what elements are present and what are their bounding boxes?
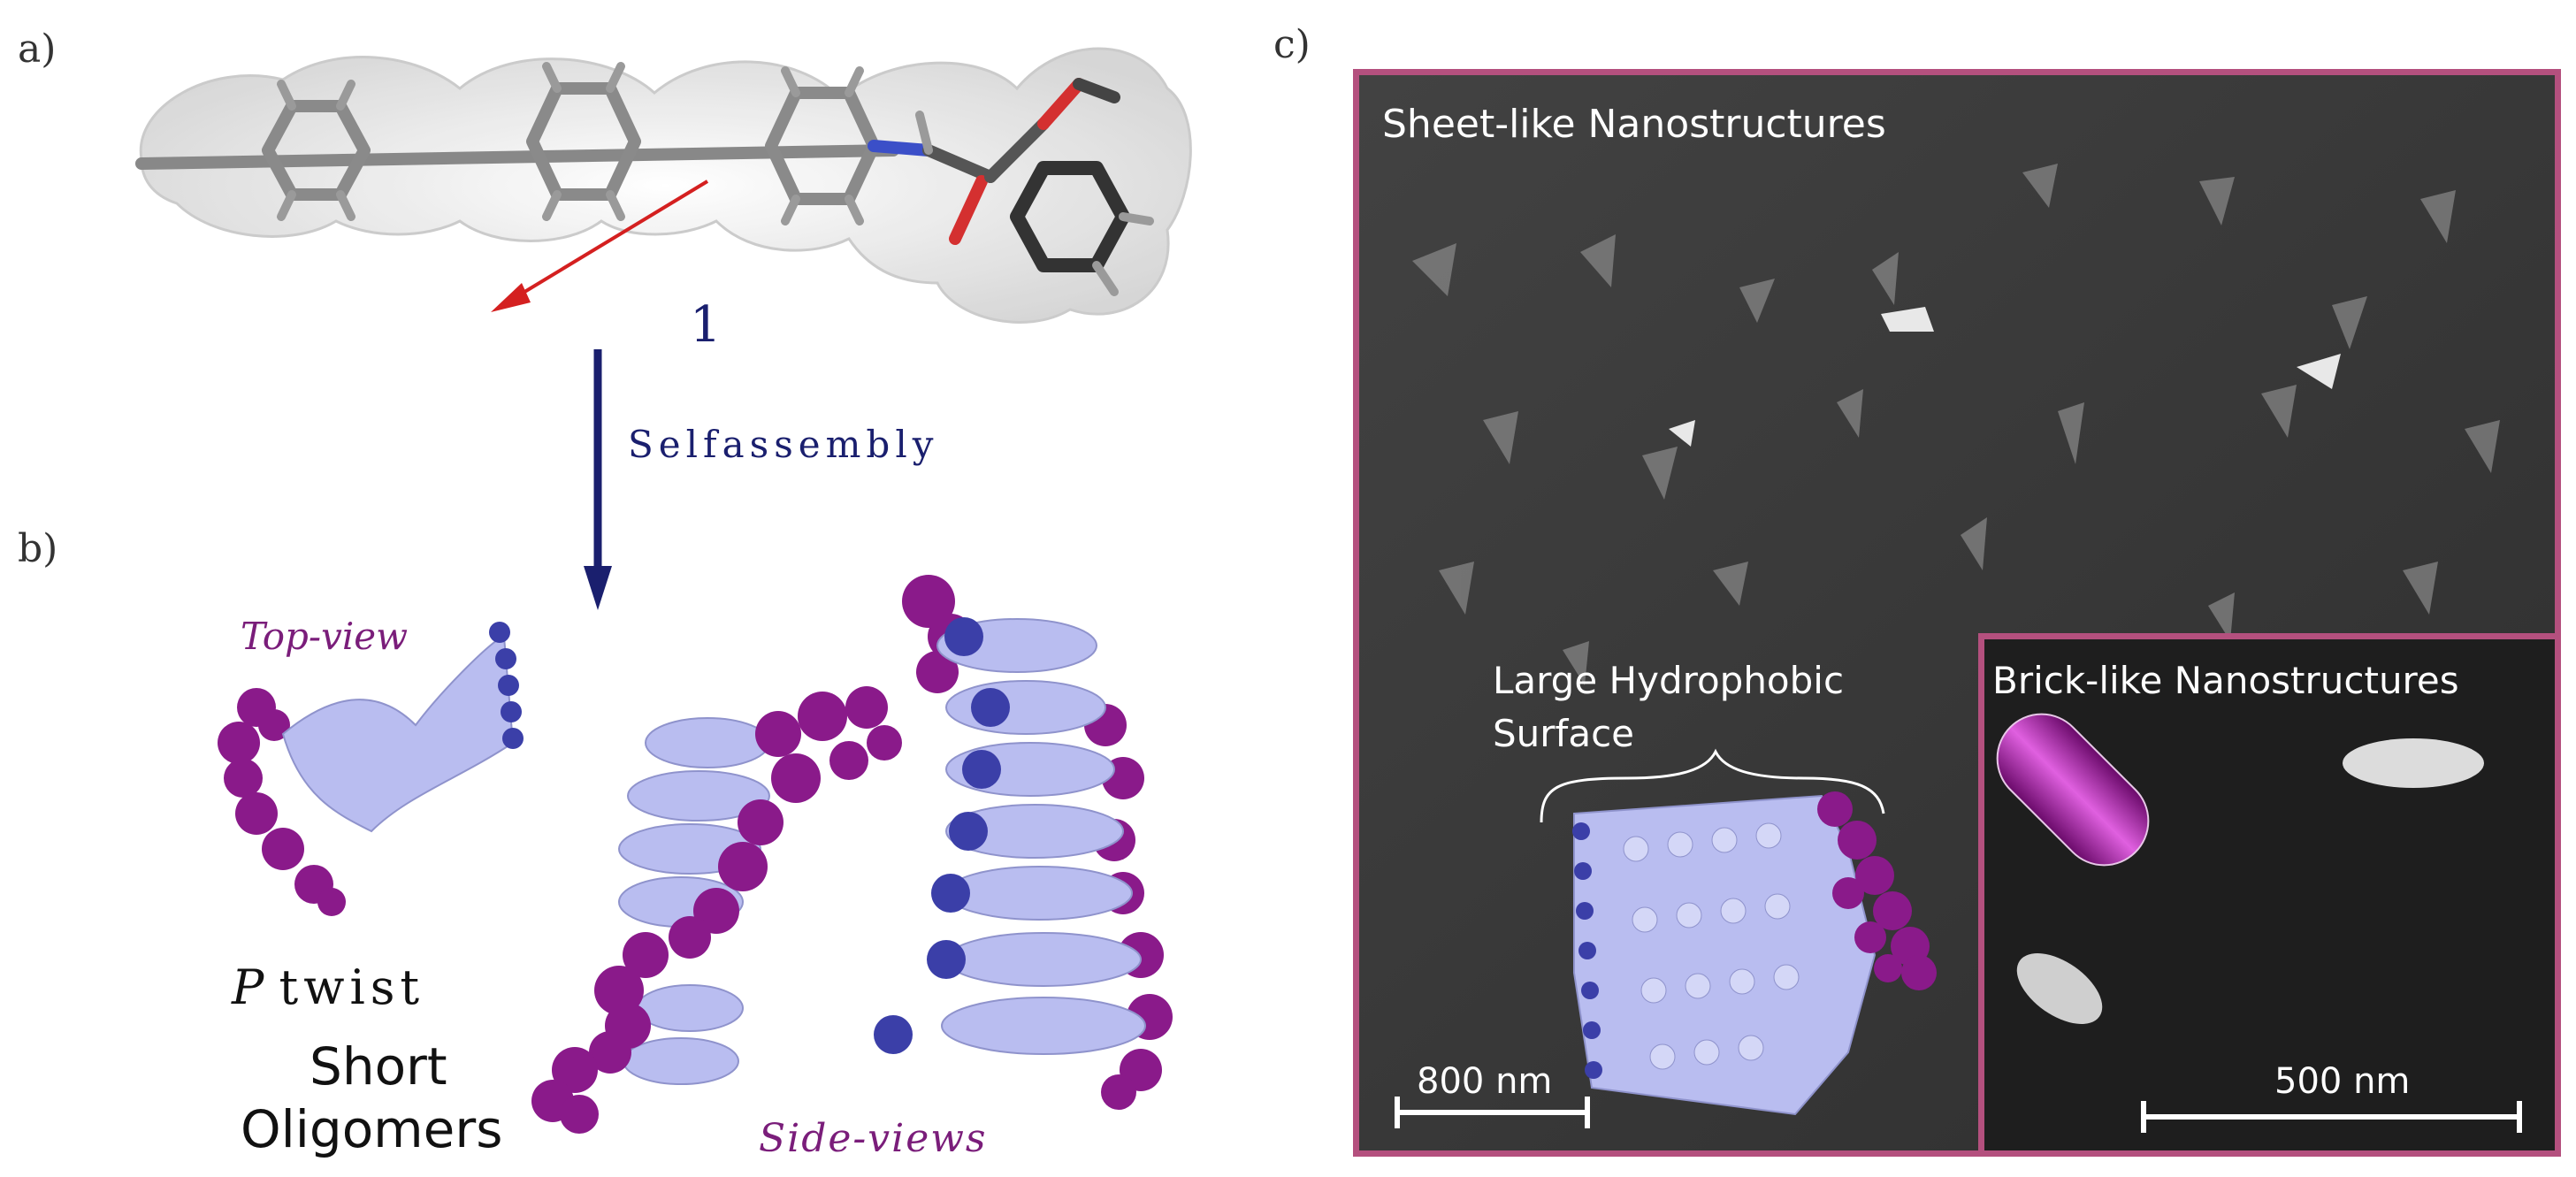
molecule-structure <box>135 47 1192 324</box>
compound-number: 1 <box>690 296 722 354</box>
hydrophobic-surface-line1: Large Hydrophobic <box>1493 659 1845 702</box>
short-oligomers-line1: Short <box>310 1036 447 1097</box>
short-oligomers-line2: Oligomers <box>241 1099 503 1159</box>
hydrophobic-surface-line2: Surface <box>1493 712 1635 755</box>
panel-label-c: c) <box>1273 22 1311 67</box>
afm-image-brick-like <box>1978 633 2561 1157</box>
twist-label-rest: twist <box>279 959 425 1015</box>
panel-label-a: a) <box>18 27 57 72</box>
sheet-like-title: Sheet-like Nanostructures <box>1382 102 1886 147</box>
scale-label-main: 800 nm <box>1417 1061 1553 1102</box>
twist-label-p: P <box>232 959 264 1015</box>
scale-label-inset: 500 nm <box>2274 1061 2411 1102</box>
inset-content <box>1984 639 2555 1150</box>
brick-like-title: Brick-like Nanostructures <box>1992 659 2459 702</box>
twist-label: P twist <box>232 959 424 1015</box>
side-views-label: Side-views <box>759 1116 988 1161</box>
top-view-label: Top-view <box>241 615 409 658</box>
panel-label-b: b) <box>18 526 58 571</box>
self-assembly-label: Selfassembly <box>628 423 939 466</box>
self-assembly-arrow <box>584 349 612 610</box>
top-view-model <box>218 622 524 916</box>
